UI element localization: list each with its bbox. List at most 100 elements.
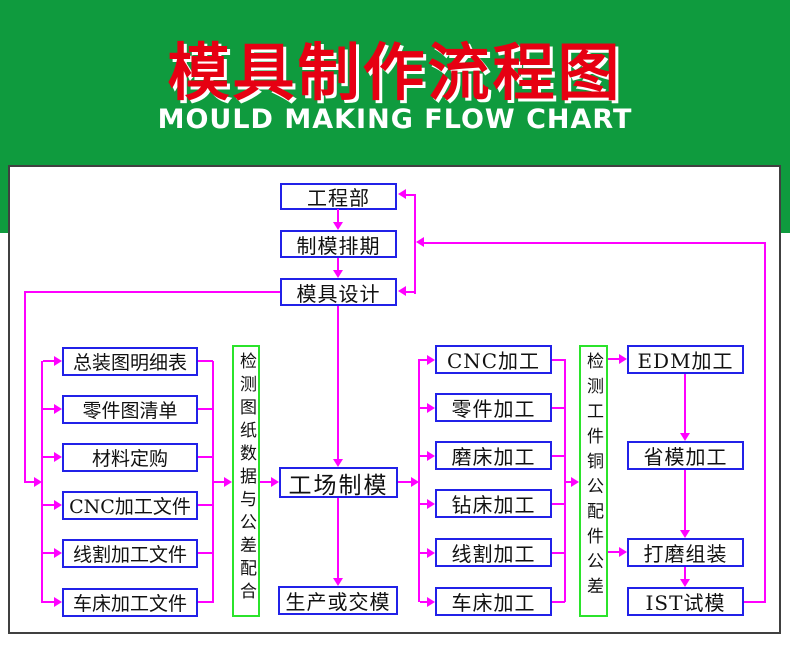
arrowhead <box>571 477 579 487</box>
connector-line <box>41 361 43 603</box>
connector-line <box>24 481 36 483</box>
connector-line <box>608 551 620 553</box>
node-factory-mouldmaking: 工场制模 <box>279 467 398 499</box>
arrowhead <box>54 452 62 462</box>
connector-line <box>337 306 339 461</box>
connector-line <box>402 291 414 293</box>
connector-line <box>420 359 428 361</box>
connector-line <box>213 481 225 483</box>
connector-line <box>552 407 565 409</box>
connector-line <box>552 359 565 361</box>
connector-line <box>337 258 339 271</box>
connector-line <box>43 504 55 506</box>
arrowhead <box>427 548 435 558</box>
poster-subtitle: MOULD MAKING FLOW CHART <box>157 104 633 135</box>
node-lathe-program-file: 车床加工文件 <box>62 588 198 617</box>
connector-line <box>552 503 565 505</box>
connector-line <box>565 481 573 483</box>
arrowhead <box>427 451 435 461</box>
arrowhead <box>54 597 62 607</box>
connector-line <box>420 242 765 244</box>
connector-line <box>418 359 420 602</box>
arrowhead <box>619 547 627 557</box>
arrowhead <box>54 356 62 366</box>
node-cnc-program-file: CNC加工文件 <box>62 491 198 520</box>
connector-line <box>43 601 55 603</box>
arrowhead <box>680 530 690 538</box>
node-mould-polishing: 省模加工 <box>627 441 744 470</box>
node-edm-machining: EDM加工 <box>627 345 744 374</box>
node-parts-machining: 零件加工 <box>435 393 552 422</box>
arrowhead <box>34 477 42 487</box>
node-mould-design: 模具设计 <box>280 278 397 306</box>
arrowhead <box>333 222 343 230</box>
connector-line <box>684 470 686 531</box>
inspect-workpiece-tolerance-box: 检测工件铜公配件公差 <box>579 345 608 617</box>
arrowhead <box>427 597 435 607</box>
node-wirecut-machining: 线割加工 <box>435 538 552 567</box>
connector-line <box>420 503 428 505</box>
arrowhead <box>416 237 424 247</box>
node-material-purchase: 材料定购 <box>62 443 198 472</box>
connector-line <box>420 407 428 409</box>
node-lathe-machining: 车床加工 <box>435 587 552 616</box>
connector-line <box>564 359 566 602</box>
connector-line <box>420 552 428 554</box>
node-ist-trial: IST试模 <box>627 587 744 616</box>
connector-line <box>684 567 686 580</box>
connector-line <box>337 209 339 223</box>
node-grinding-machining: 磨床加工 <box>435 441 552 470</box>
connector-line <box>552 455 565 457</box>
connector-line <box>764 242 766 602</box>
arrowhead <box>271 477 279 487</box>
connector-line <box>684 374 686 434</box>
arrowhead <box>411 477 419 487</box>
connector-line <box>744 601 766 603</box>
connector-line <box>198 552 213 554</box>
connector-line <box>43 360 55 362</box>
arrowhead <box>333 459 343 467</box>
connector-line <box>420 601 428 603</box>
connector-line <box>420 455 428 457</box>
arrowhead <box>427 403 435 413</box>
arrowhead <box>427 355 435 365</box>
arrowhead <box>333 270 343 278</box>
arrowhead <box>54 404 62 414</box>
node-production-or-delivery: 生产或交模 <box>278 586 398 615</box>
poster-title: 模具制作流程图 <box>167 36 623 109</box>
connector-line <box>43 456 55 458</box>
inspect-drawing-tolerance-box: 检测图纸数据与公差配合 <box>232 345 260 617</box>
arrowhead <box>680 579 690 587</box>
arrowhead <box>54 500 62 510</box>
connector-line <box>198 504 213 506</box>
node-parts-drawing-list: 零件图清单 <box>62 395 198 424</box>
node-assembly-drawing-detail: 总装图明细表 <box>62 347 198 376</box>
connector-line <box>337 498 339 580</box>
connector-line <box>198 456 213 458</box>
connector-line <box>198 408 213 410</box>
connector-line <box>414 194 416 294</box>
node-grind-assembly: 打磨组装 <box>627 538 744 567</box>
connector-line <box>398 481 413 483</box>
node-engineering-dept: 工程部 <box>280 183 397 210</box>
connector-line <box>24 291 26 483</box>
node-drilling-machining: 钻床加工 <box>435 489 552 518</box>
connector-line <box>43 552 55 554</box>
connector-line <box>198 601 213 603</box>
node-wirecut-program-file: 线割加工文件 <box>62 539 198 568</box>
arrowhead <box>427 499 435 509</box>
node-mould-schedule: 制模排期 <box>280 230 397 258</box>
arrowhead <box>619 354 627 364</box>
arrowhead <box>333 578 343 586</box>
arrowhead <box>398 189 406 199</box>
arrowhead <box>680 433 690 441</box>
connector-line <box>24 291 280 293</box>
arrowhead <box>224 477 232 487</box>
connector-line <box>608 358 620 360</box>
connector-line <box>260 481 271 483</box>
connector-line <box>198 360 213 362</box>
arrowhead <box>54 548 62 558</box>
connector-line <box>552 601 565 603</box>
connector-line <box>402 194 414 196</box>
